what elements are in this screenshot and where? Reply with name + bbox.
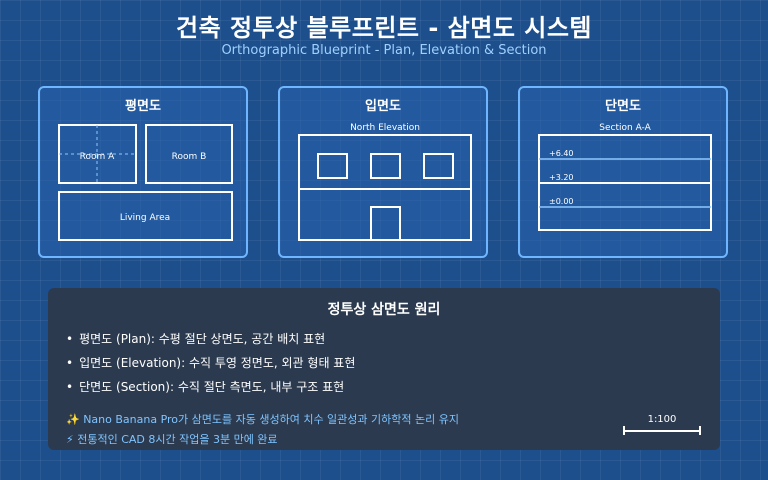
scale-tick-left: [623, 426, 625, 435]
plan-title: 평면도: [125, 99, 161, 114]
scale-line: [624, 430, 700, 432]
bullet-elevation-text: 입면도 (Elevation): 수직 투영 정면도, 외관 형태 표현: [79, 356, 356, 370]
note-time-saving: ⚡ 전통적인 CAD 8시간 작업을 3분 만에 완료: [66, 433, 278, 446]
bullet-section: • 단면도 (Section): 수직 절단 측면도, 내부 구조 표현: [66, 378, 344, 395]
plan-drawing: Room A Room B Living Area: [58, 124, 233, 241]
level-label-top: +6.40: [549, 149, 574, 158]
room-b-label: Room B: [172, 152, 207, 162]
bullet-dot-icon: •: [66, 380, 74, 394]
entrance-door: [370, 206, 401, 241]
section-drawing: Section A-A +6.40 +3.20 ±0.00: [538, 123, 712, 231]
plan-panel: 평면도 Room A Room B Living Area: [38, 86, 248, 258]
note-auto-generation: ✨ Nano Banana Pro가 삼면도를 자동 생성하여 치수 일관성과 …: [66, 413, 459, 426]
bullet-dot-icon: •: [66, 332, 74, 346]
room-b-outline: [145, 124, 233, 184]
window-1: [317, 153, 348, 179]
living-area-label: Living Area: [120, 213, 170, 223]
page-title: 건축 정투상 블루프린트 - 삼면도 시스템: [175, 14, 593, 42]
window-2: [370, 153, 401, 179]
scale-bar: 1:100: [622, 414, 702, 438]
section-panel: 단면도 Section A-A +6.40 +3.20 ±0.00: [518, 86, 728, 258]
bullet-elevation: • 입면도 (Elevation): 수직 투영 정면도, 외관 형태 표현: [66, 354, 355, 371]
elevation-title: 입면도: [365, 99, 401, 114]
scale-tick-right: [699, 426, 701, 435]
page-subtitle: Orthographic Blueprint - Plan, Elevation…: [221, 43, 547, 58]
room-a-label: Room A: [80, 152, 115, 162]
principle-title: 정투상 삼면도 원리: [327, 302, 441, 318]
elevation-drawing: North Elevation: [298, 123, 472, 241]
bullet-dot-icon: •: [66, 356, 74, 370]
section-label: Section A-A: [599, 123, 651, 133]
window-3: [423, 153, 454, 179]
principle-panel: 정투상 삼면도 원리 • 평면도 (Plan): 수평 절단 상면도, 공간 배치…: [48, 288, 720, 450]
bullet-section-text: 단면도 (Section): 수직 절단 측면도, 내부 구조 표현: [79, 380, 345, 394]
bullet-plan: • 평면도 (Plan): 수평 절단 상면도, 공간 배치 표현: [66, 330, 325, 347]
elevation-panel: 입면도 North Elevation: [278, 86, 488, 258]
living-area-outline: [58, 191, 233, 241]
level-label-middle: +3.20: [549, 173, 574, 182]
bullet-plan-text: 평면도 (Plan): 수평 절단 상면도, 공간 배치 표현: [79, 332, 326, 346]
scale-label: 1:100: [647, 414, 677, 425]
level-label-ground: ±0.00: [549, 197, 574, 206]
building-facade: [298, 134, 472, 241]
section-title: 단면도: [605, 99, 641, 114]
elevation-label: North Elevation: [350, 123, 420, 133]
